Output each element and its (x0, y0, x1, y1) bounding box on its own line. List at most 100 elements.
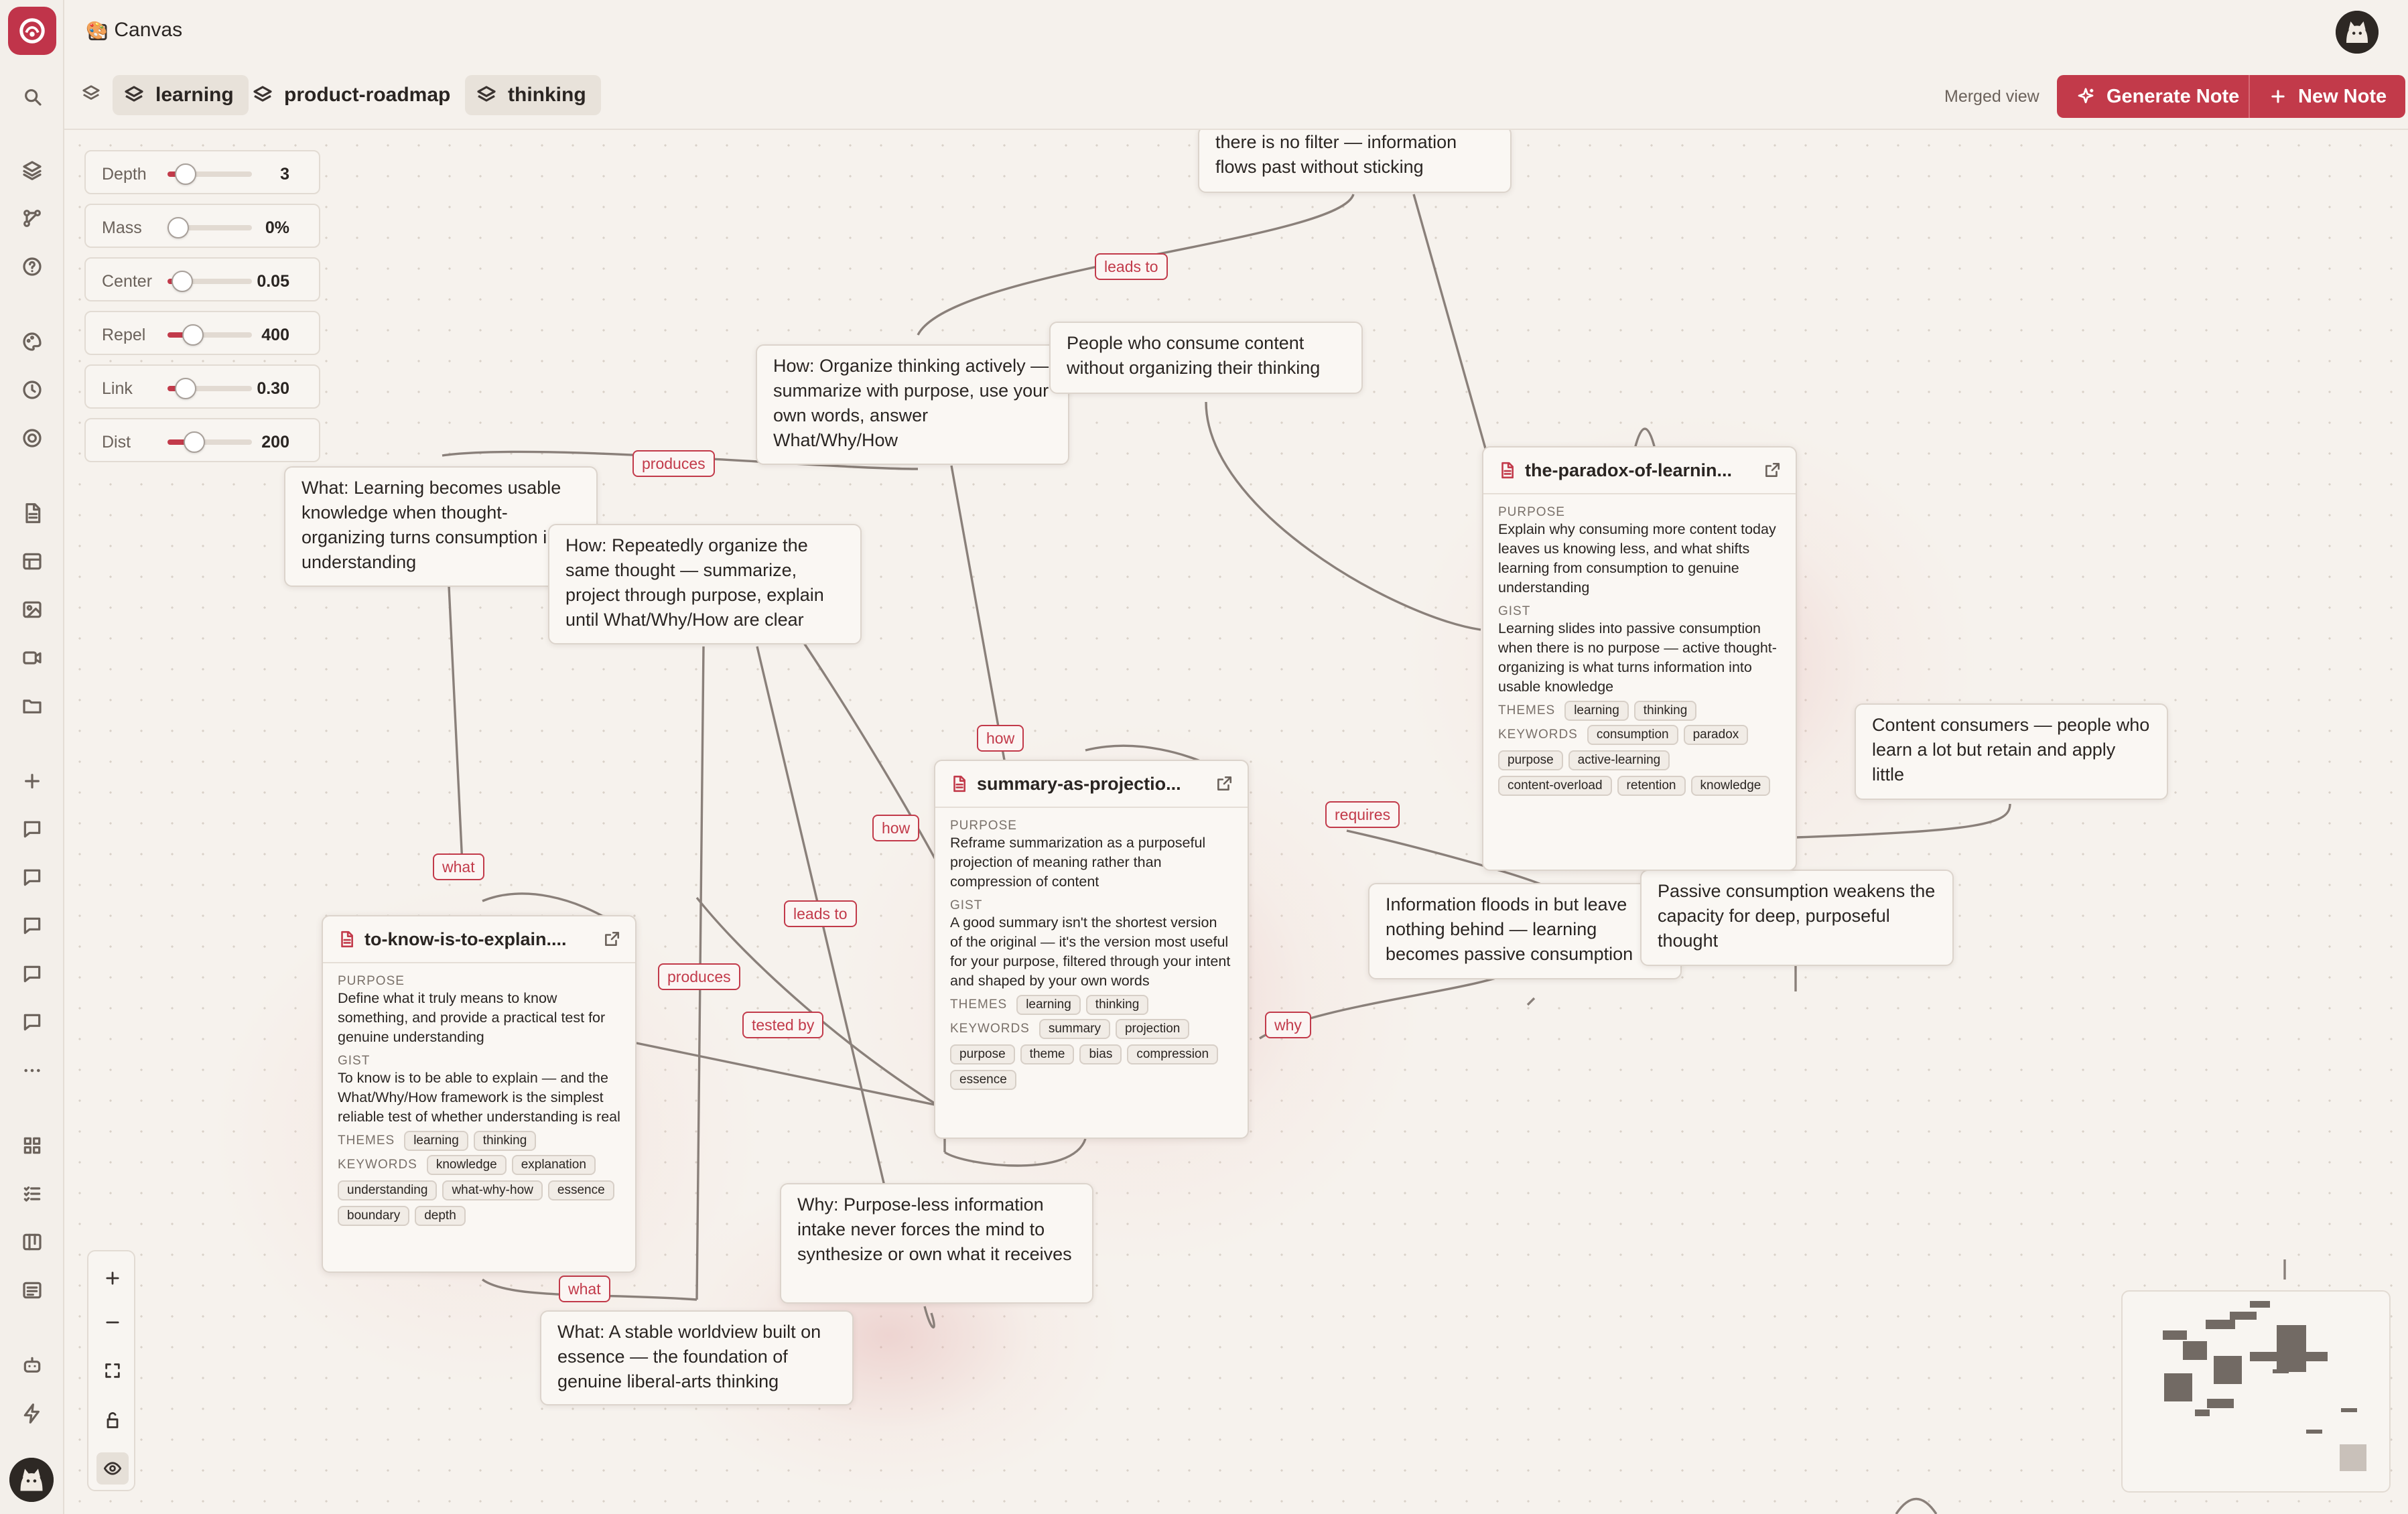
slider-track[interactable] (168, 217, 252, 238)
card-title[interactable]: the-paradox-of-learnin... (1525, 460, 1733, 480)
keyword-tag[interactable]: understanding (338, 1180, 438, 1200)
user-avatar[interactable] (2336, 11, 2379, 54)
edge-label-tested-by[interactable]: tested by (742, 1012, 824, 1038)
keyword-tag[interactable]: essence (547, 1180, 614, 1200)
tab-learning[interactable]: learning (113, 75, 249, 115)
keyword-tag[interactable]: explanation (511, 1155, 596, 1175)
graph-node[interactable]: People who consume content without organ… (1049, 322, 1363, 394)
video-button[interactable] (16, 642, 48, 674)
theme-tag[interactable]: learning (404, 1131, 468, 1151)
theme-tag[interactable]: thinking (473, 1131, 537, 1151)
chat-button-3[interactable] (16, 910, 48, 942)
keyword-tag[interactable]: summary (1039, 1019, 1110, 1039)
layers-toggle-button[interactable] (78, 80, 105, 107)
keyword-tag[interactable]: projection (1115, 1019, 1190, 1039)
slider-handle[interactable] (175, 378, 196, 399)
open-external-icon[interactable] (1215, 775, 1233, 793)
slider-handle[interactable] (182, 324, 204, 346)
note-card[interactable]: the-paradox-of-learnin... PURPOSE Explai… (1482, 446, 1797, 871)
slider-handle[interactable] (168, 217, 189, 238)
theme-tag[interactable]: thinking (1085, 995, 1149, 1015)
board-button[interactable] (16, 1226, 48, 1258)
history-button[interactable] (16, 374, 48, 406)
open-external-icon[interactable] (603, 931, 620, 948)
theme-button[interactable] (16, 326, 48, 358)
notes-button[interactable] (16, 497, 48, 529)
app-logo[interactable] (8, 7, 56, 55)
keyword-tag[interactable]: paradox (1683, 725, 1749, 745)
chat-button-5[interactable] (16, 1006, 48, 1038)
keyword-tag[interactable]: compression (1127, 1044, 1219, 1064)
images-button[interactable] (16, 594, 48, 626)
slider-handle[interactable] (175, 163, 196, 185)
graph-node[interactable]: Why: Purpose-less information intake nev… (780, 1183, 1093, 1304)
graph-button[interactable] (16, 202, 48, 234)
edge-label-produces[interactable]: produces (632, 450, 715, 477)
theme-tag[interactable]: thinking (1633, 701, 1697, 721)
keyword-tag[interactable]: purpose (1498, 750, 1563, 770)
chat-button-4[interactable] (16, 958, 48, 990)
slider-track[interactable] (168, 324, 252, 346)
keyword-tag[interactable]: boundary (338, 1206, 410, 1226)
apps-button[interactable] (16, 1129, 48, 1162)
card-title[interactable]: to-know-is-to-explain.... (364, 928, 567, 949)
graph-node[interactable]: Information floods in but leave nothing … (1368, 883, 1682, 979)
slider-track[interactable] (168, 163, 252, 185)
table-button[interactable] (16, 545, 48, 577)
theme-tag[interactable]: learning (1016, 995, 1081, 1015)
edge-label-leads-to[interactable]: leads to (784, 900, 857, 927)
lightning-button[interactable] (16, 1397, 48, 1430)
graph-node[interactable]: Passive consumption weakens the capacity… (1640, 870, 1954, 966)
minimap-viewport[interactable] (2340, 1444, 2366, 1471)
slider-track[interactable] (168, 271, 252, 292)
more-button[interactable] (16, 1054, 48, 1087)
theme-tag[interactable]: learning (1564, 701, 1629, 721)
keyword-tag[interactable]: knowledge (1690, 776, 1771, 796)
visibility-button[interactable] (96, 1452, 129, 1485)
help-button[interactable] (16, 251, 48, 283)
edge-label-produces[interactable]: produces (658, 963, 740, 990)
new-note-button[interactable]: New Note (2249, 75, 2406, 118)
lock-button[interactable] (96, 1404, 129, 1436)
slider-track[interactable] (168, 431, 252, 453)
edge-label-why[interactable]: why (1265, 1012, 1311, 1038)
tab-thinking[interactable]: thinking (465, 75, 601, 115)
graph-node[interactable]: Content consumers — people who learn a l… (1855, 703, 2168, 800)
keyword-tag[interactable]: theme (1020, 1044, 1075, 1064)
chat-button-2[interactable] (16, 862, 48, 894)
graph-node[interactable]: there is no filter — information flows p… (1198, 126, 1512, 193)
insights-button[interactable] (16, 422, 48, 454)
tab-product-roadmap[interactable]: product-roadmap (241, 75, 465, 115)
graph-node[interactable]: How: Repeatedly organize the same though… (548, 524, 862, 644)
bot-button[interactable] (16, 1349, 48, 1381)
keyword-tag[interactable]: content-overload (1498, 776, 1612, 796)
edge-label-leads-to[interactable]: leads to (1095, 253, 1168, 280)
graph-node[interactable]: What: A stable worldview built on essenc… (540, 1310, 854, 1405)
slider-track[interactable] (168, 378, 252, 399)
zoom-in-button[interactable] (96, 1262, 129, 1294)
edge-label-how[interactable]: how (977, 725, 1024, 752)
edge-label-what[interactable]: what (433, 853, 484, 880)
chat-button-1[interactable] (16, 813, 48, 845)
edge-label-what[interactable]: what (559, 1276, 610, 1302)
keyword-tag[interactable]: what-why-how (442, 1180, 543, 1200)
note-card[interactable]: to-know-is-to-explain.... PURPOSE Define… (322, 915, 637, 1273)
open-external-icon[interactable] (1763, 462, 1781, 479)
keyword-tag[interactable]: essence (950, 1070, 1016, 1090)
keyword-tag[interactable]: active-learning (1568, 750, 1670, 770)
folder-button[interactable] (16, 690, 48, 722)
keyword-tag[interactable]: purpose (950, 1044, 1015, 1064)
minimap[interactable] (2121, 1290, 2391, 1493)
card-title[interactable]: summary-as-projectio... (977, 773, 1181, 794)
fit-view-button[interactable] (96, 1355, 129, 1387)
edge-label-requires[interactable]: requires (1325, 801, 1400, 828)
account-avatar[interactable] (9, 1458, 54, 1502)
keyword-tag[interactable]: depth (415, 1206, 466, 1226)
keyword-tag[interactable]: bias (1079, 1044, 1122, 1064)
graph-node[interactable]: What: Learning becomes usable knowledge … (284, 466, 598, 587)
